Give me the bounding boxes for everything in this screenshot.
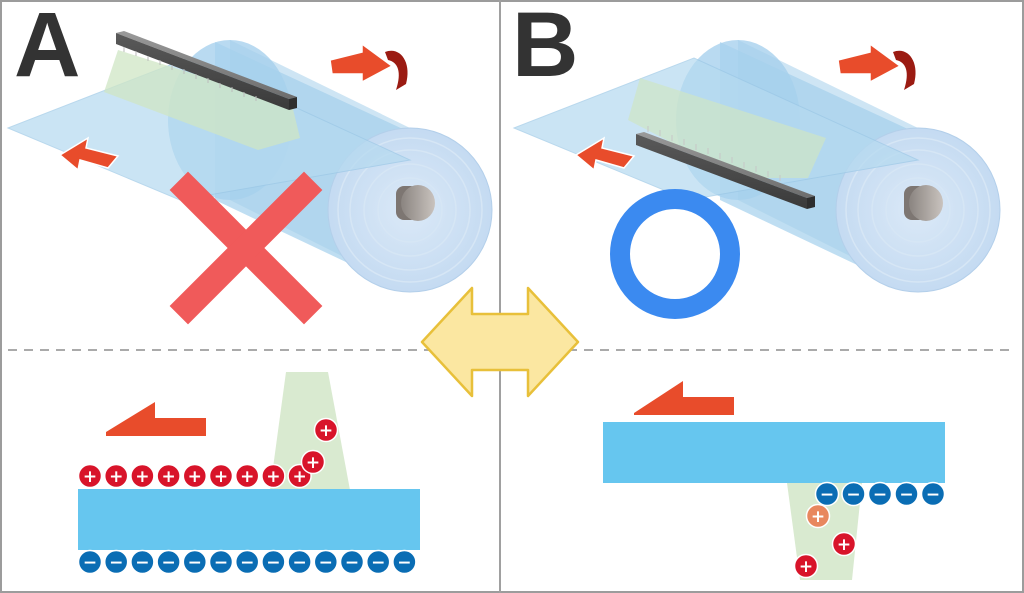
svg-text:−: −	[846, 485, 860, 505]
svg-text:+: +	[811, 507, 825, 527]
svg-text:−: −	[161, 553, 175, 573]
minus-charge-icon: −	[287, 549, 312, 575]
minus-charge-icon: −	[77, 549, 103, 575]
svg-text:+: +	[266, 467, 280, 487]
svg-text:−: −	[135, 553, 149, 573]
ion-plume	[104, 50, 300, 150]
minus-charge-icon: −	[103, 549, 129, 575]
film-layer	[78, 489, 420, 550]
svg-text:+: +	[214, 467, 228, 487]
arrow-icon	[574, 136, 636, 172]
svg-text:+: +	[799, 557, 813, 577]
ionizer-bar	[116, 31, 297, 110]
svg-text:−: −	[319, 553, 333, 573]
rotation-arrow-icon	[837, 42, 916, 90]
rotation-arrow-icon	[329, 42, 408, 90]
svg-text:+: +	[83, 467, 97, 487]
circle-icon	[610, 189, 740, 319]
minus-charge-icon: −	[182, 549, 208, 575]
plus-charge-icon: +	[208, 463, 234, 489]
arrow-icon	[58, 136, 120, 172]
plus-charge-icon: +	[313, 417, 339, 443]
svg-text:−: −	[926, 485, 940, 505]
svg-text:+: +	[161, 467, 175, 487]
minus-charge-icon: −	[234, 549, 260, 575]
plus-charge-icon: +	[77, 463, 103, 489]
svg-text:−: −	[292, 553, 306, 573]
plus-charge-icon: +	[234, 463, 260, 489]
svg-text:−: −	[109, 553, 123, 573]
plus-charge-icon: +	[182, 463, 208, 489]
svg-text:+: +	[292, 467, 306, 487]
svg-text:+: +	[188, 467, 202, 487]
minus-charge-icon: −	[841, 481, 866, 507]
minus-charge-icon: −	[261, 549, 286, 575]
minus-charge-icon: −	[894, 481, 919, 507]
plus-charge-icon: +	[130, 463, 155, 489]
panel-b: B	[512, 0, 1001, 319]
svg-text:+: +	[240, 467, 254, 487]
svg-text:−: −	[214, 553, 228, 573]
minus-charge-icon: −	[208, 549, 234, 575]
ion-plume	[628, 78, 826, 178]
ionizer-bar	[636, 126, 815, 209]
plus-charge-icon: +	[300, 449, 326, 475]
arrow-icon	[634, 381, 734, 415]
svg-text:−: −	[188, 553, 202, 573]
plume-positive-charges: ++	[300, 417, 339, 475]
ion-plume	[270, 372, 350, 490]
minus-charge-icon: −	[130, 549, 155, 575]
svg-text:−: −	[83, 553, 97, 573]
svg-text:+: +	[109, 467, 123, 487]
svg-text:−: −	[240, 553, 254, 573]
negative-charges-row: −−−−−	[814, 481, 946, 507]
svg-text:+: +	[319, 421, 333, 441]
x-mark-icon	[169, 171, 323, 325]
svg-text:−: −	[266, 553, 280, 573]
panel-a-cross-section: +++++++++ ++ −−−−−−−−−−−−−	[77, 372, 420, 575]
minus-charge-icon: −	[313, 549, 339, 575]
svg-text:−: −	[820, 485, 834, 505]
plus-charge-icon: +	[805, 503, 831, 529]
svg-text:−: −	[873, 485, 887, 505]
plume-positive-charges: + + +	[793, 503, 857, 579]
panel-a: A	[6, 0, 493, 325]
svg-text:+: +	[837, 535, 851, 555]
svg-text:+: +	[306, 453, 320, 473]
minus-charge-icon: −	[365, 549, 391, 575]
plus-charge-icon: +	[831, 531, 857, 557]
minus-charge-icon: −	[156, 549, 181, 575]
svg-text:−: −	[371, 553, 385, 573]
minus-charge-icon: −	[920, 481, 946, 507]
positive-charges-row: + + + + + + + + +	[77, 463, 312, 489]
panel-b-cross-section: −−−−− +++	[603, 381, 946, 580]
svg-text:−: −	[899, 485, 913, 505]
panel-b-letter: B	[512, 0, 578, 96]
plus-charge-icon: +	[156, 463, 181, 489]
plus-charge-icon: +	[103, 463, 129, 489]
minus-charge-icon: −	[392, 549, 417, 575]
arrow-icon	[106, 402, 206, 436]
double-arrow-icon	[420, 286, 580, 398]
minus-charge-icon: −	[867, 481, 893, 507]
plus-charge-icon: +	[261, 463, 286, 489]
minus-charge-icon: −	[814, 481, 840, 507]
negative-charges-row: −−−−−−−−−−−−−	[77, 549, 417, 575]
film-layer	[603, 422, 945, 483]
svg-text:+: +	[135, 467, 149, 487]
svg-text:−: −	[397, 553, 411, 573]
minus-charge-icon: −	[339, 549, 365, 575]
panel-a-letter: A	[14, 0, 80, 96]
plus-charge-icon: +	[793, 553, 819, 579]
svg-text:−: −	[345, 553, 359, 573]
